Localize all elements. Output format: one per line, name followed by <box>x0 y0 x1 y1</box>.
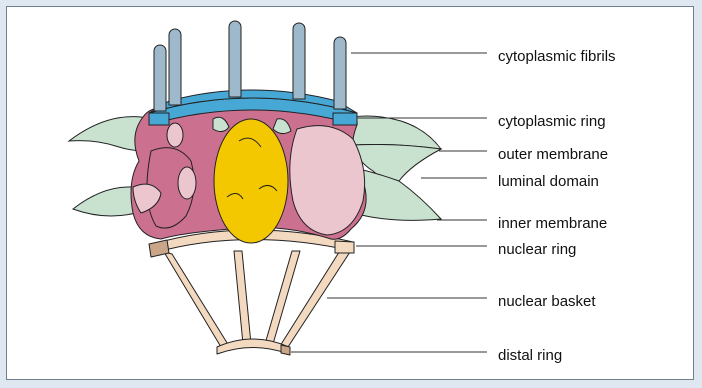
label-cytoplasmic-fibrils: cytoplasmic fibrils <box>498 48 616 66</box>
distal-ring <box>217 339 289 354</box>
label-nuclear-basket: nuclear basket <box>498 293 596 311</box>
central-transporter <box>214 119 288 243</box>
basket-filament-1 <box>164 252 229 347</box>
label-outer-membrane: outer membrane <box>498 146 608 164</box>
fibril-3 <box>229 21 241 97</box>
figure-frame: cytoplasmic fibrils cytoplasmic ring out… <box>6 6 694 380</box>
distal-ring-end <box>281 345 290 355</box>
label-distal-ring: distal ring <box>498 347 562 365</box>
right-spoke-light <box>290 126 365 235</box>
fibril-1 <box>154 45 166 111</box>
fibril-4 <box>293 23 305 99</box>
left-spoke-hole-2 <box>167 123 183 147</box>
label-nuclear-ring: nuclear ring <box>498 241 576 259</box>
fibril-2 <box>169 29 181 105</box>
fibril-5 <box>334 37 346 109</box>
left-spoke-hole <box>178 167 196 199</box>
nuclear-ring-right-block <box>335 241 354 253</box>
cytoplasmic-ring-left-block <box>149 113 169 125</box>
nuclear-basket <box>149 230 354 355</box>
central-plug <box>214 119 288 243</box>
label-luminal-domain: luminal domain <box>498 173 599 191</box>
cytoplasmic-ring-right-block <box>333 113 357 125</box>
label-inner-membrane: inner membrane <box>498 215 607 233</box>
label-cytoplasmic-ring: cytoplasmic ring <box>498 113 606 131</box>
basket-filament-2 <box>234 251 251 344</box>
